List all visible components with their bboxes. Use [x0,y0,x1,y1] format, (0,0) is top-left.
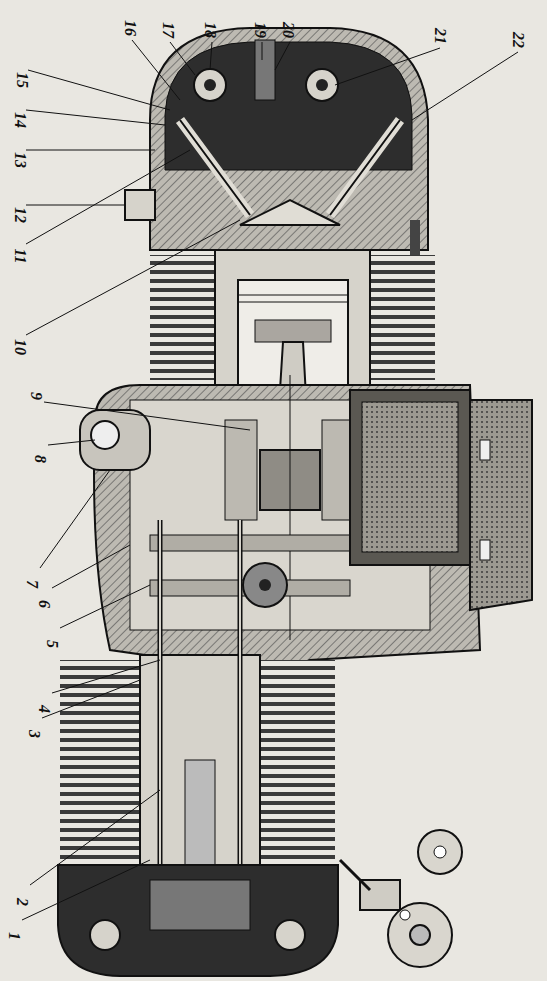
callout-number: 1 [6,932,22,940]
leader-lines [22,40,518,920]
callout-number: 14 [12,112,28,128]
callout-number: 12 [12,207,28,223]
callout-number: 22 [510,32,526,48]
callout-number: 5 [44,640,60,648]
callout-number: 17 [160,22,176,38]
callout-number: 19 [252,22,268,38]
callout-number: 9 [28,392,44,400]
callout-number: 2 [14,898,30,906]
callout-number: 6 [36,600,52,608]
callout-number: 11 [12,249,28,264]
callout-number: 16 [122,20,138,36]
lower-cylinder [60,520,335,915]
callout-number: 8 [32,455,48,463]
callout-number: 7 [24,580,40,588]
upper-head [125,28,428,260]
callout-number: 13 [12,152,28,168]
callout-number: 3 [26,730,42,738]
callout-number: 15 [14,72,30,88]
callout-number: 21 [432,28,448,44]
callout-number: 4 [36,705,52,713]
carburettor [340,830,462,967]
callout-number: 18 [202,22,218,38]
lower-head [58,865,338,976]
callout-number: 20 [280,22,296,38]
callout-number: 10 [12,339,28,355]
flywheel [350,390,532,610]
crankcase [80,375,480,675]
